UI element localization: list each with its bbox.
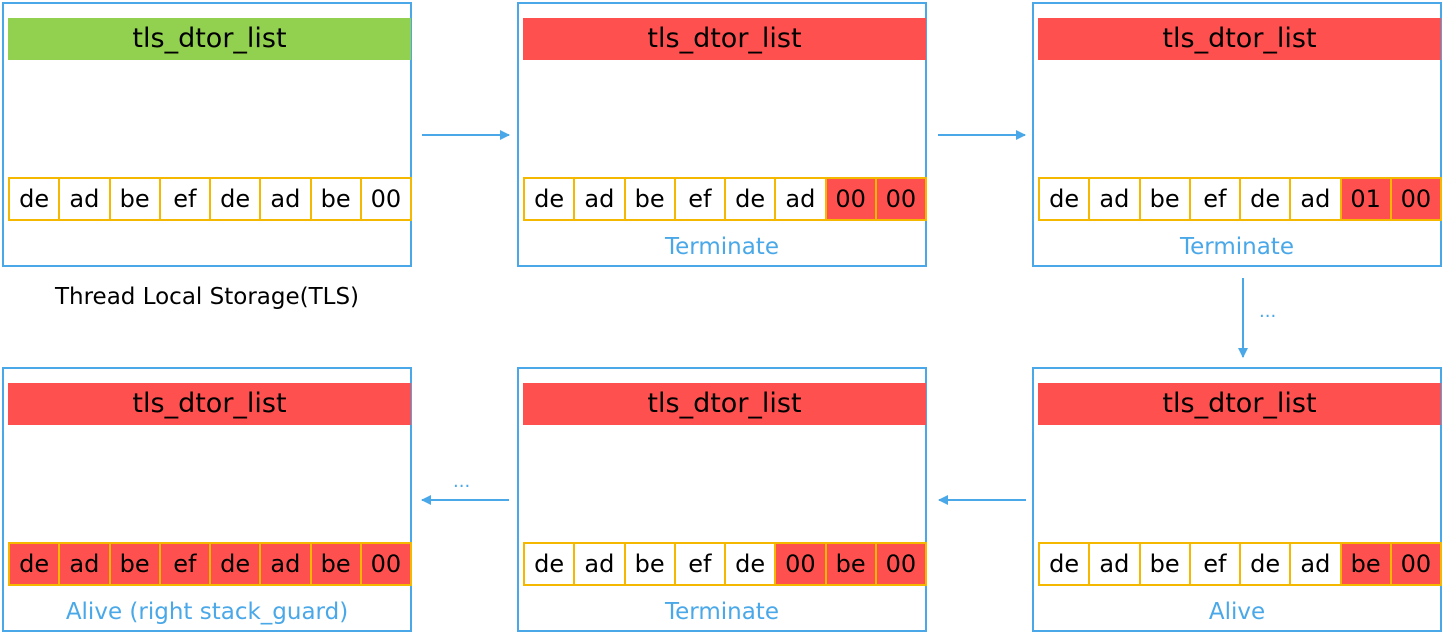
panel-status: Terminate [665,599,779,625]
byte-cell: ad [1291,179,1342,219]
byte-cell: be [1140,179,1191,219]
byte-cell: ad [575,544,626,584]
byte-cell: ad [1090,544,1141,584]
byte-cell: ef [1190,544,1241,584]
panel-header: tls_dtor_list [8,383,411,425]
byte-cell: be [311,179,362,219]
byte-cell: de [726,179,777,219]
byte-cell: de [211,179,262,219]
byte-cell: ad [1090,179,1141,219]
byte-cell: ef [675,544,726,584]
byte-cell: ad [261,544,312,584]
byte-cell: de [211,544,262,584]
byte-cell: ad [776,179,827,219]
byte-cell: ef [160,179,211,219]
byte-cell: ad [60,179,111,219]
panel-status: Terminate [1180,234,1294,260]
byte-cell: 00 [361,179,410,219]
byte-cell: ad [1291,544,1342,584]
byte-cell: de [1241,544,1292,584]
panel-header: tls_dtor_list [523,18,926,60]
byte-cell: 00 [1391,544,1440,584]
tls-caption: Thread Local Storage(TLS) [54,284,360,310]
byte-cell: ad [60,544,111,584]
panel-header: tls_dtor_list [1038,18,1441,60]
byte-cell: 00 [876,179,925,219]
byte-cell: ad [575,179,626,219]
byte-cell: ef [1190,179,1241,219]
byte-cell: ad [261,179,312,219]
byte-cell: be [625,179,676,219]
byte-cell: de [1241,179,1292,219]
byte-cell: 00 [826,179,877,219]
byte-cell: ef [675,179,726,219]
byte-cell: be [625,544,676,584]
panel-header: tls_dtor_list [523,383,926,425]
ellipsis-down: ... [1259,301,1277,322]
byte-cell: be [110,179,161,219]
byte-cell: 00 [876,544,925,584]
panel-status: Terminate [665,234,779,260]
byte-cell: 00 [1391,179,1440,219]
byte-cell: de [1040,544,1091,584]
byte-cell: be [1140,544,1191,584]
byte-cell: be [826,544,877,584]
byte-cell: de [525,544,576,584]
panel-status: Alive [1208,599,1266,625]
byte-cell: ef [160,544,211,584]
byte-cell: be [1341,544,1392,584]
byte-cell: de [10,179,61,219]
panel-header: tls_dtor_list [1038,383,1441,425]
byte-cell: de [726,544,777,584]
byte-cell: 01 [1341,179,1392,219]
byte-cell: be [311,544,362,584]
panel-status: Alive (right stack_guard) [65,599,349,625]
panel-header: tls_dtor_list [8,18,411,60]
byte-cell: de [10,544,61,584]
byte-cell: 00 [776,544,827,584]
ellipsis-left: ... [453,471,471,492]
byte-cell: de [1040,179,1091,219]
byte-cell: de [525,179,576,219]
byte-cell: 00 [361,544,410,584]
byte-cell: be [110,544,161,584]
